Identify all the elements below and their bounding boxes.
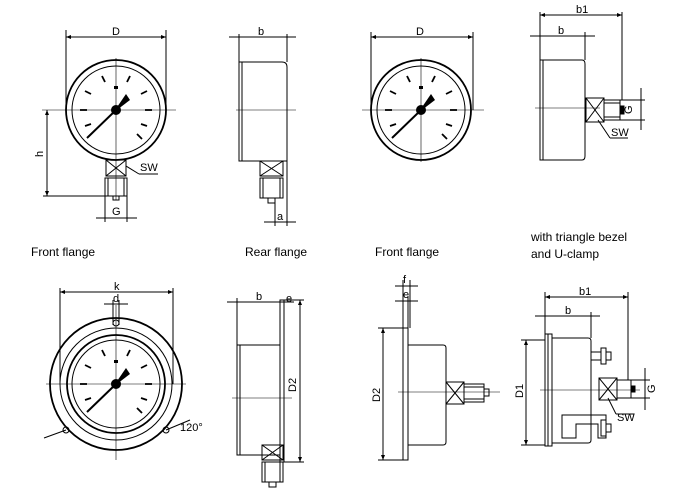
side-view-rear-flange	[227, 298, 304, 488]
dim-G-1: G	[112, 206, 121, 218]
dim-d: d	[113, 293, 119, 305]
side-view-front-flange	[378, 280, 500, 461]
dim-f: f	[403, 274, 407, 286]
caption-u-clamp: and U-clamp	[531, 247, 600, 261]
dim-G-3: G	[646, 384, 658, 393]
dim-D2-2: D2	[371, 388, 383, 402]
caption-triangle-bezel: with triangle bezel	[531, 230, 628, 244]
dim-h: h	[34, 151, 46, 157]
dim-e-1: e	[286, 293, 292, 305]
dim-SW-3: SW	[617, 412, 635, 424]
side-view-gauge-2	[530, 12, 645, 161]
side-view-gauge-1	[229, 34, 296, 226]
dim-angle: 120°	[180, 422, 203, 434]
dim-G-2: G	[623, 105, 635, 114]
dim-D2-1: D2	[287, 378, 299, 392]
dim-b-1: b	[258, 26, 264, 38]
dim-SW-2: SW	[611, 127, 629, 139]
caption-rear-flange: Rear flange	[245, 245, 308, 259]
dim-D1: D1	[514, 384, 526, 398]
gauge-2-dims	[362, 32, 484, 162]
dim-D-2: D	[416, 26, 424, 38]
dim-b-4: b	[565, 305, 571, 317]
dim-SW-1: SW	[140, 162, 158, 174]
dim-D-1: D	[112, 26, 120, 38]
dim-e-2: e	[403, 289, 409, 301]
dim-b-3: b	[256, 291, 262, 303]
caption-front-flange-1: Front flange	[31, 245, 96, 259]
gauge-3-dims	[43, 288, 191, 460]
dim-b-2: b	[558, 25, 564, 37]
caption-front-flange-2: Front flange	[375, 245, 440, 259]
dim-b1-2: b1	[579, 286, 591, 298]
dim-k: k	[114, 281, 120, 293]
dim-a: a	[277, 211, 284, 223]
side-view-u-clamp	[521, 292, 650, 447]
dim-b1-1: b1	[576, 4, 588, 16]
gauge-1-connection	[43, 30, 167, 222]
